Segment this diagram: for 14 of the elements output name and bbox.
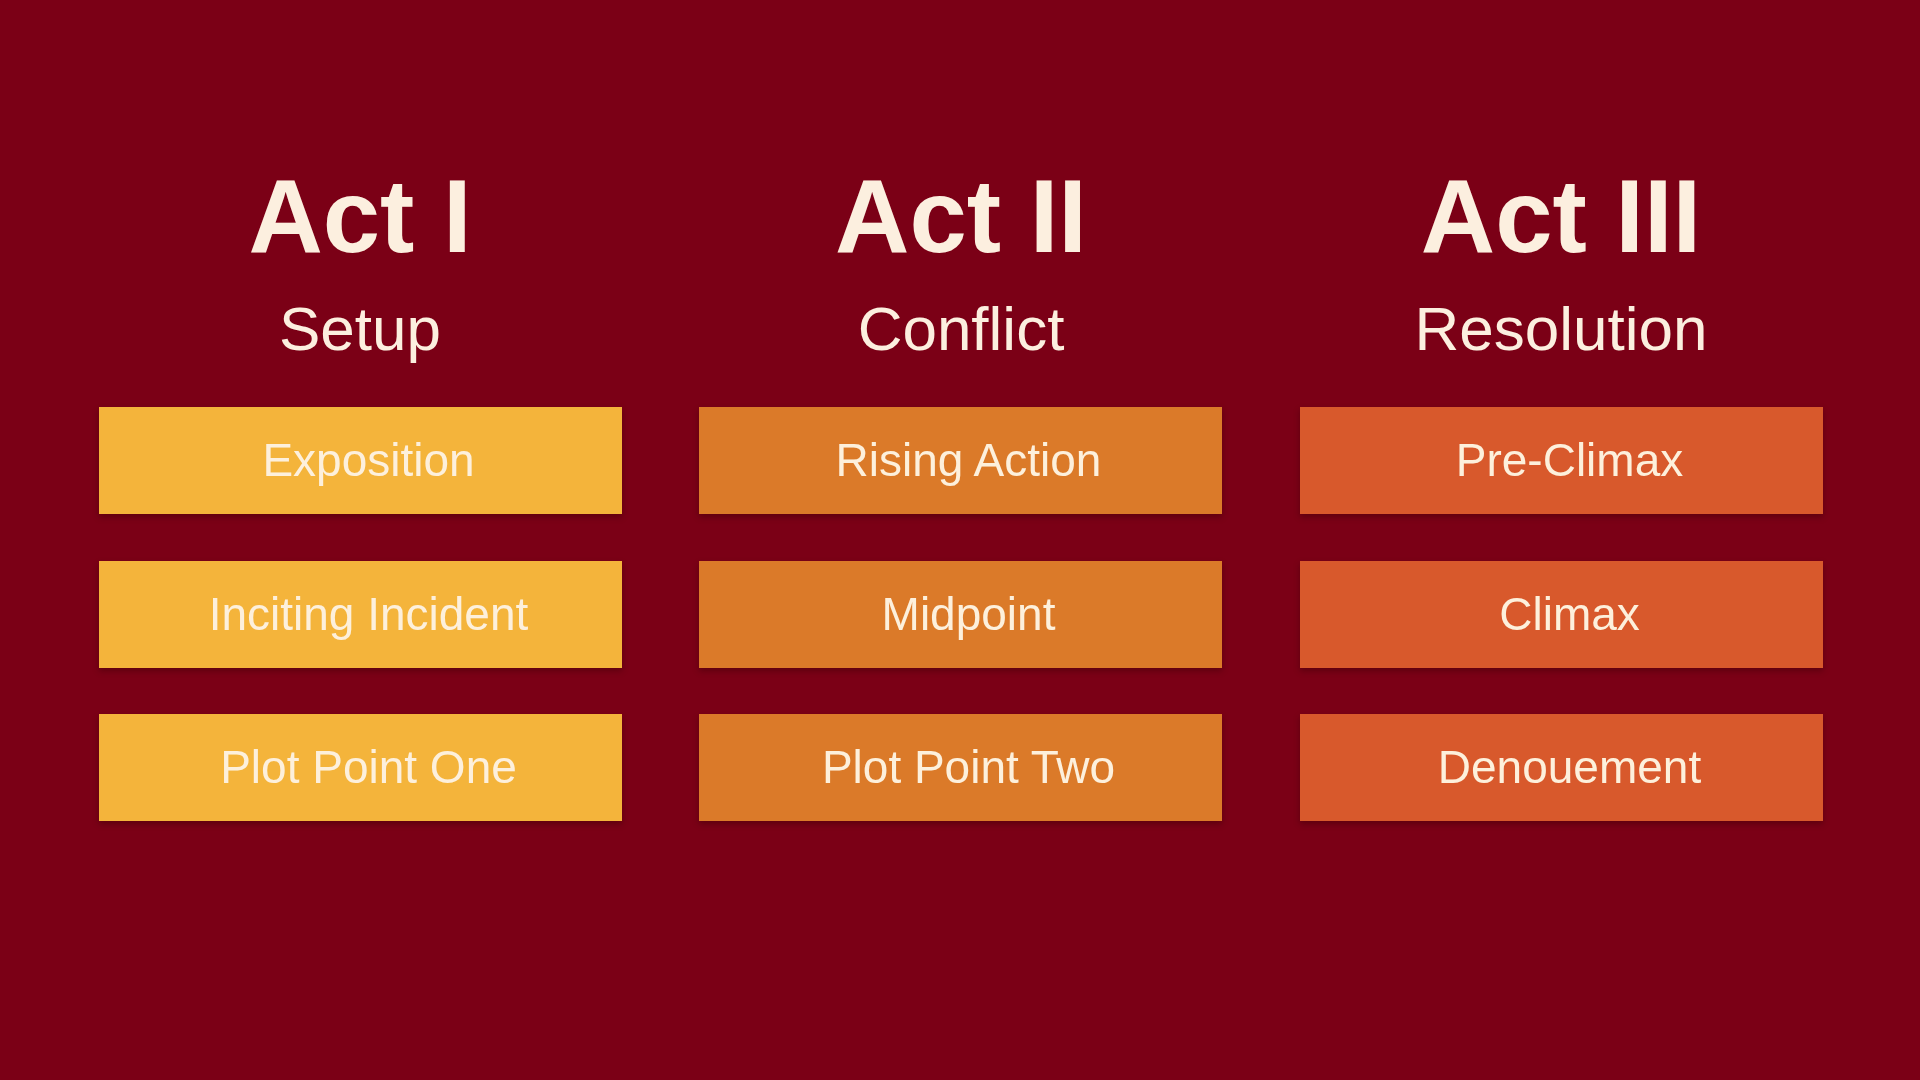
act-heading: Act II [835, 164, 1087, 268]
story-beat-box: Plot Point Two [699, 714, 1222, 821]
story-beat-box: Denouement [1300, 714, 1823, 821]
act-subtitle: Resolution [1414, 297, 1708, 360]
story-beat-box: Pre-Climax [1300, 407, 1823, 514]
story-beat-box: Inciting Incident [99, 561, 622, 668]
story-beat-box: Plot Point One [99, 714, 622, 821]
story-beat-box: Exposition [99, 407, 622, 514]
act-heading: Act III [1420, 164, 1702, 268]
story-beat-box: Rising Action [699, 407, 1222, 514]
story-beat-box: Climax [1300, 561, 1823, 668]
act-heading: Act I [248, 164, 472, 268]
act-subtitle: Conflict [857, 297, 1065, 360]
story-beat-box: Midpoint [699, 561, 1222, 668]
